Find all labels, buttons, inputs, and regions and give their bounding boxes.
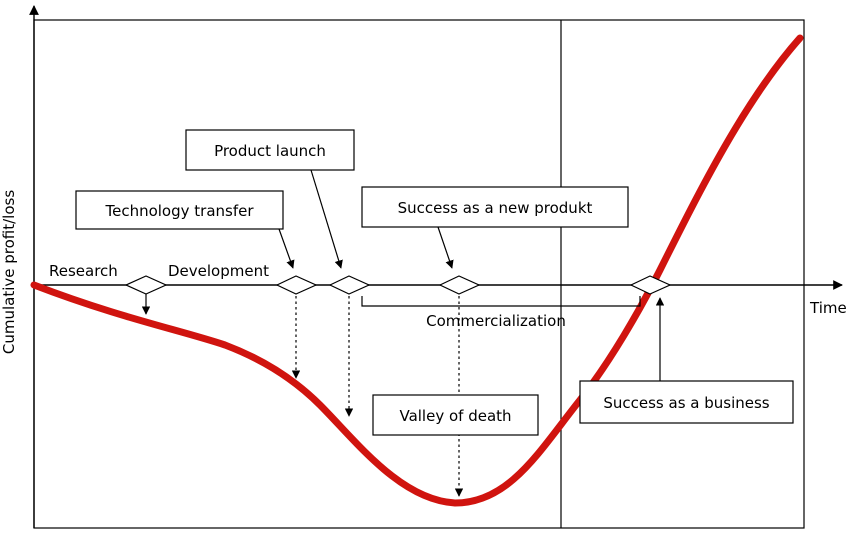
valley-of-death-box bbox=[372, 394, 539, 436]
profit-loss-curve bbox=[30, 34, 804, 507]
success-new-product-label: Success as a new produkt bbox=[398, 199, 593, 217]
arrow-product-launch bbox=[310, 169, 343, 269]
commercialization-bracket bbox=[361, 296, 641, 307]
milestone-diamond-product-launch bbox=[328, 275, 371, 295]
milestone-diamond-research bbox=[124, 275, 168, 295]
arrow-success-new-product bbox=[437, 226, 454, 269]
product-launch-label: Product launch bbox=[214, 142, 326, 160]
x-axis-label: Time bbox=[809, 299, 847, 317]
success-new-product-box bbox=[361, 186, 629, 228]
milestone-diamond-business bbox=[629, 275, 672, 295]
milestone-diamond-technology-transfer bbox=[275, 275, 318, 295]
valley-of-death-label: Valley of death bbox=[399, 407, 511, 425]
arrow-technology-transfer bbox=[278, 228, 295, 269]
technology-transfer-box bbox=[75, 190, 284, 230]
success-business-label: Success as a business bbox=[603, 394, 769, 412]
phase-label-research: Research bbox=[49, 262, 118, 280]
technology-transfer-label: Technology transfer bbox=[104, 202, 254, 220]
product-launch-box bbox=[185, 129, 355, 171]
milestone-diamond-new-product bbox=[438, 275, 481, 295]
y-axis-label: Cumulative profit/loss bbox=[0, 190, 18, 354]
plot-frame bbox=[33, 19, 805, 529]
phase-label-commercialization: Commercialization bbox=[426, 312, 566, 330]
success-business-box bbox=[579, 380, 794, 424]
phase-label-development: Development bbox=[168, 262, 269, 280]
